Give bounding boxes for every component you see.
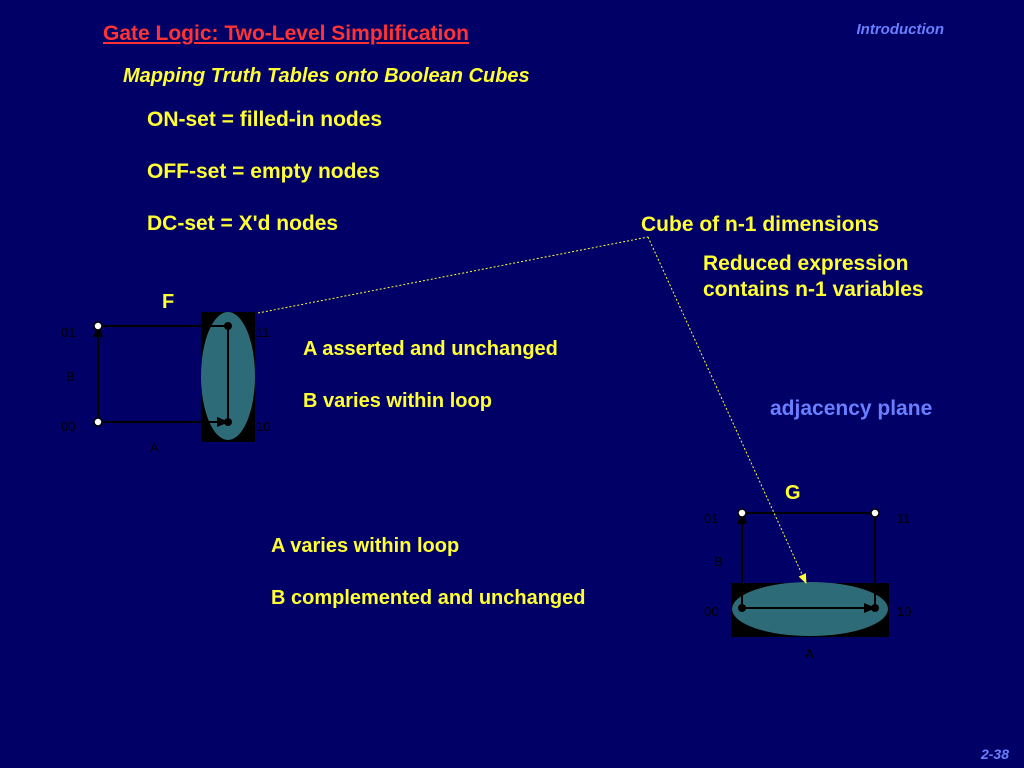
cube-g-axis-b: B	[714, 554, 723, 569]
cube-g-label-01: 01	[704, 511, 718, 526]
cube-g-node-11	[870, 508, 880, 518]
off-set-definition: OFF-set = empty nodes	[147, 160, 380, 183]
cube-g-note-2: B complemented and unchanged	[271, 587, 586, 609]
callout-heading: Cube of n-1 dimensions	[641, 213, 880, 236]
cube-g: G 01 11 00 10 B A	[704, 482, 911, 661]
cube-f-name: F	[162, 291, 174, 313]
cube-f-node-00	[93, 417, 103, 427]
callout-line-1: Reduced expression	[703, 252, 909, 275]
cube-f-axis-b: B	[66, 369, 75, 384]
callout-connector-g	[647, 236, 807, 584]
cube-g-label-11: 11	[897, 511, 911, 526]
cube-f-axis-a: A	[150, 440, 159, 455]
cube-g-axis-a: A	[805, 646, 814, 661]
adjacency-plane-label: adjacency plane	[770, 397, 933, 420]
cube-g-node-10	[871, 604, 879, 612]
cube-g-note-1: A varies within loop	[271, 535, 460, 557]
cube-f-node-01	[93, 321, 103, 331]
cube-f-note-2: B varies within loop	[303, 390, 492, 412]
cube-f-label-01: 01	[61, 325, 75, 340]
dc-set-definition: DC-set = X'd nodes	[147, 212, 339, 235]
on-set-definition: ON-set = filled-in nodes	[147, 108, 383, 131]
callout-line-2: contains n-1 variables	[703, 278, 924, 301]
cube-f-note-1: A asserted and unchanged	[303, 338, 558, 360]
section-label: Introduction	[856, 21, 944, 38]
cube-g-label-10: 10	[897, 604, 911, 619]
slide-subtitle: Mapping Truth Tables onto Boolean Cubes	[123, 65, 530, 87]
cube-g-label-00: 00	[704, 604, 718, 619]
cube-f-node-11	[224, 322, 232, 330]
cube-f: F 01 11 00 10 B A	[61, 291, 270, 455]
cube-f-label-11: 11	[256, 325, 270, 340]
cube-f-node-10	[224, 418, 232, 426]
cube-g-name: G	[785, 482, 801, 504]
callout-connector-f	[257, 236, 649, 314]
cube-f-label-10: 10	[256, 419, 270, 434]
cube-g-node-00	[738, 604, 746, 612]
page-number: 2-38	[980, 746, 1009, 762]
cube-g-node-01	[737, 508, 747, 518]
cube-f-label-00: 00	[61, 419, 75, 434]
slide-title: Gate Logic: Two-Level Simplification	[103, 22, 469, 45]
